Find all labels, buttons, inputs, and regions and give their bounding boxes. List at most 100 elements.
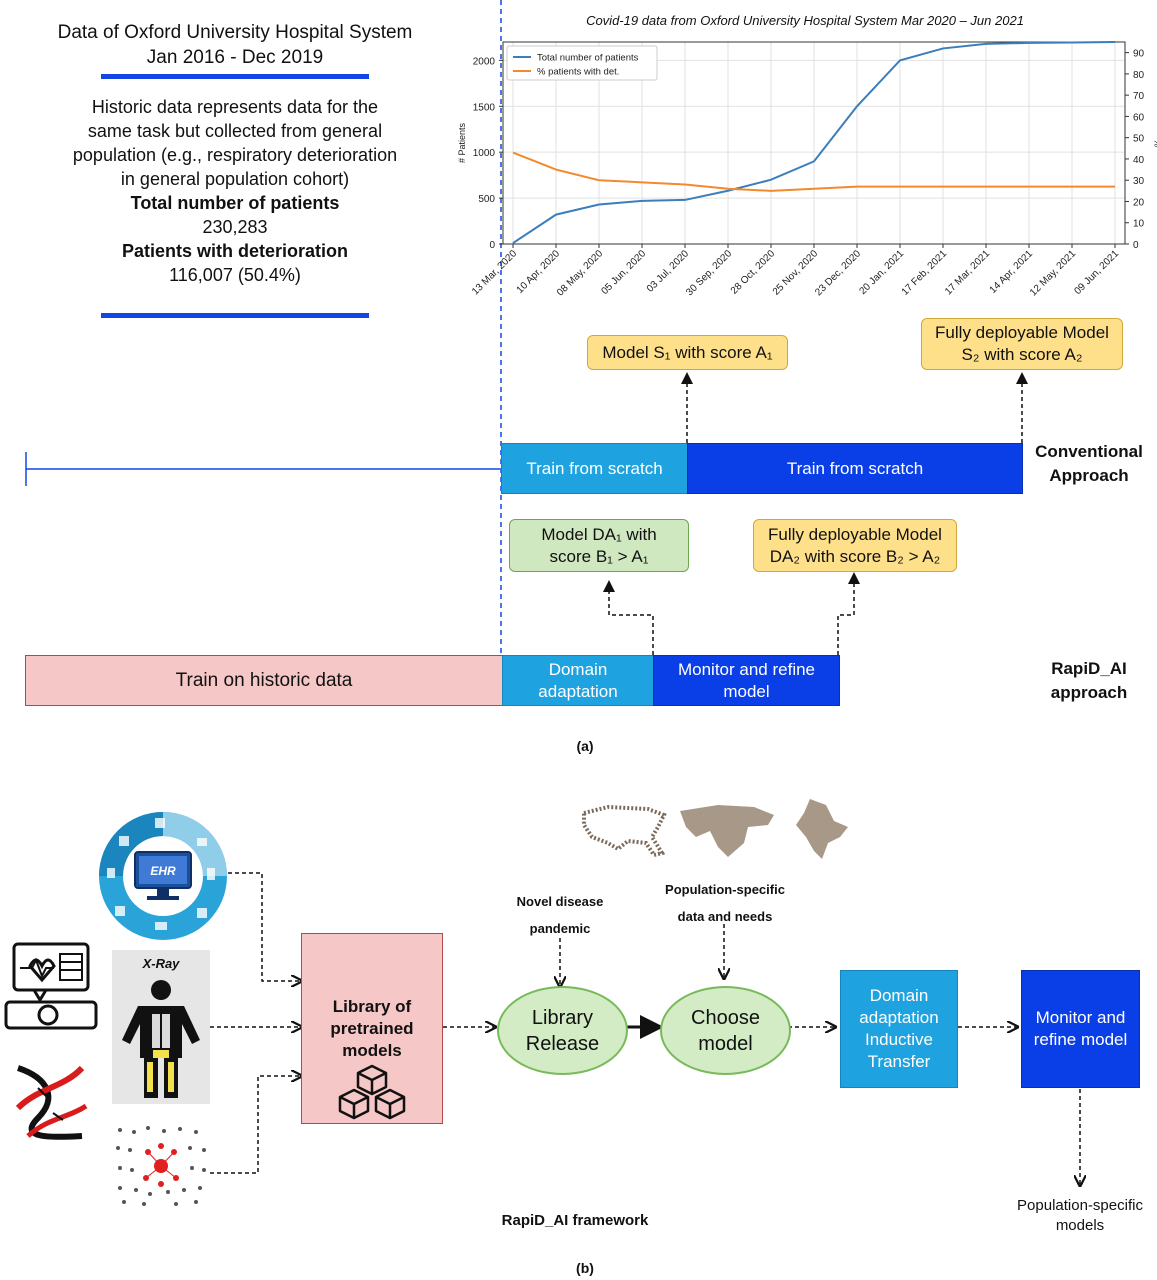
train-scratch-box-1: Train from scratch bbox=[501, 443, 688, 494]
series-line-2 bbox=[512, 151, 1115, 192]
legend-label-1: Total number of patients bbox=[537, 53, 639, 64]
deterioration-label: Patients with deterioration bbox=[121, 241, 349, 261]
rapid-line2: approach bbox=[1050, 683, 1128, 702]
monitor-refine-box-b: Monitor and refine model bbox=[1021, 970, 1140, 1088]
y-tick-label: 500 bbox=[478, 194, 495, 205]
historic-desc-line1: Historic data represents data for the bbox=[91, 97, 379, 117]
pop-line1: Population-specific bbox=[665, 882, 785, 897]
model-da1-box: Model DA₁ with score B₁ > A₁ bbox=[509, 519, 689, 572]
train-historic-box: Train on historic data bbox=[25, 655, 503, 706]
vertical-dashed-separator bbox=[500, 0, 502, 660]
y2-tick-label: 30 bbox=[1133, 176, 1145, 187]
historic-title: Data of Oxford University Hospital Syste… bbox=[30, 20, 440, 70]
y2-axis-label: % bbox=[1153, 139, 1157, 147]
library-line3: models bbox=[342, 1041, 402, 1060]
ehr-label: EHR bbox=[150, 864, 176, 878]
caption-b: (b) bbox=[576, 1260, 594, 1276]
arrow-ehr-to-library bbox=[228, 872, 300, 981]
dna-icon bbox=[15, 1065, 88, 1140]
total-patients-value: 230,283 bbox=[202, 217, 268, 237]
y2-tick-label: 0 bbox=[1133, 240, 1139, 251]
y-axis-label: # Patients bbox=[457, 122, 467, 163]
y-tick-label: 1000 bbox=[473, 148, 496, 159]
novel-line1: Novel disease bbox=[516, 894, 604, 909]
model-da2-line2: DA₂ with score B₂ > A₂ bbox=[769, 546, 941, 566]
historic-desc-line3: population (e.g., respiratory deteriorat… bbox=[72, 145, 398, 165]
model-da2-box: Fully deployable Model DA₂ with score B₂… bbox=[753, 519, 957, 572]
model-s2-line1: Fully deployable Model bbox=[935, 323, 1109, 342]
monitor-refine-a-line1: Monitor and refine bbox=[677, 659, 816, 679]
train-scratch-label-2: Train from scratch bbox=[786, 458, 924, 478]
choose-line1: Choose bbox=[691, 1006, 760, 1029]
health-monitor-icon bbox=[4, 942, 98, 1030]
population-models-label: Population-specific models bbox=[1005, 1196, 1155, 1236]
ehr-wheel-icon: EHR bbox=[99, 812, 227, 940]
population-maps-icon bbox=[582, 799, 848, 859]
domain-adaptation-line1: Domain bbox=[548, 659, 608, 679]
domain-adaptation-box: Domain adaptation bbox=[502, 655, 654, 706]
train-scratch-label-1: Train from scratch bbox=[526, 458, 663, 478]
historic-divider-bottom bbox=[101, 313, 369, 318]
output-line2: models bbox=[1055, 1217, 1105, 1234]
train-historic-label: Train on historic data bbox=[175, 669, 353, 691]
model-da1-line2: score B₁ > A₁ bbox=[549, 546, 649, 566]
model-s1-box: Model S₁ with score A₁ bbox=[587, 335, 788, 370]
historic-desc-line2: same task but collected from general bbox=[87, 121, 383, 141]
framework-label: RapiD_AI framework bbox=[501, 1212, 649, 1229]
y2-tick-label: 20 bbox=[1133, 197, 1145, 208]
choose-model-node: Choose model bbox=[660, 986, 791, 1075]
domain-b-line2: adaptation bbox=[859, 1008, 939, 1027]
library-line2: pretrained bbox=[330, 1019, 414, 1038]
panel-a-arrows bbox=[25, 372, 1028, 655]
output-line1: Population-specific bbox=[1017, 1197, 1143, 1214]
deterioration-value: 116,007 (50.4%) bbox=[169, 265, 301, 285]
model-da1-line1: Model DA₁ with bbox=[541, 524, 657, 544]
y2-tick-label: 50 bbox=[1133, 134, 1145, 145]
library-release-node: Library Release bbox=[497, 986, 628, 1075]
xray-panel: X-Ray bbox=[112, 950, 210, 1104]
conventional-line2: Approach bbox=[1049, 466, 1129, 485]
library-label: Library of pretrained models bbox=[302, 996, 442, 1062]
total-patients-label: Total number of patients bbox=[130, 193, 340, 213]
crowd-icon bbox=[116, 1126, 206, 1206]
xray-skeleton-icon bbox=[122, 980, 200, 1098]
release-line1: Library bbox=[531, 1006, 594, 1029]
model-s1-label: Model S₁ with score A₁ bbox=[602, 342, 773, 362]
library-line1: Library of bbox=[332, 997, 412, 1016]
novel-line2: pandemic bbox=[529, 921, 591, 936]
monitor-refine-a-line2: model bbox=[723, 681, 770, 701]
cubes-icon bbox=[338, 1064, 406, 1120]
y2-tick-label: 60 bbox=[1133, 112, 1145, 123]
release-line2: Release bbox=[525, 1032, 600, 1055]
model-s2-line2: S₂ with score A₂ bbox=[961, 345, 1083, 364]
historic-divider-top bbox=[101, 74, 369, 79]
legend-label-2: % patients with det. bbox=[537, 67, 619, 78]
conventional-approach-label: Conventional Approach bbox=[1025, 440, 1153, 488]
y-tick-label: 1500 bbox=[473, 102, 496, 113]
monitor-b-line2: refine model bbox=[1033, 1030, 1128, 1049]
domain-adaptation-line2: adaptation bbox=[538, 681, 618, 701]
library-box: Library of pretrained models bbox=[301, 933, 443, 1124]
choose-line2: model bbox=[698, 1032, 753, 1055]
rapid-line1: RapiD_AI bbox=[1051, 659, 1127, 678]
conventional-line1: Conventional bbox=[1035, 442, 1143, 461]
y2-tick-label: 80 bbox=[1133, 70, 1145, 81]
historic-desc-line4: in general population cohort) bbox=[120, 169, 350, 189]
monitor-b-line1: Monitor and bbox=[1035, 1008, 1126, 1027]
chart-title: Covid-19 data from Oxford University Hos… bbox=[586, 13, 1024, 28]
pop-line2: data and needs bbox=[677, 909, 773, 924]
y-tick-label: 0 bbox=[489, 240, 495, 251]
train-scratch-box-2: Train from scratch bbox=[687, 443, 1023, 494]
novel-disease-label: Novel disease pandemic bbox=[490, 888, 630, 942]
y-tick-label: 2000 bbox=[473, 56, 496, 67]
model-s2-box: Fully deployable Model S₂ with score A₂ bbox=[921, 318, 1123, 370]
model-da2-line1: Fully deployable Model bbox=[768, 524, 942, 544]
historic-title-line1: Data of Oxford University Hospital Syste… bbox=[57, 22, 413, 43]
y2-tick-label: 70 bbox=[1133, 91, 1145, 102]
historic-title-line2: Jan 2016 - Dec 2019 bbox=[146, 47, 324, 68]
domain-adaptation-transfer-box: Domain adaptation Inductive Transfer bbox=[840, 970, 958, 1088]
y2-tick-label: 10 bbox=[1133, 219, 1145, 230]
